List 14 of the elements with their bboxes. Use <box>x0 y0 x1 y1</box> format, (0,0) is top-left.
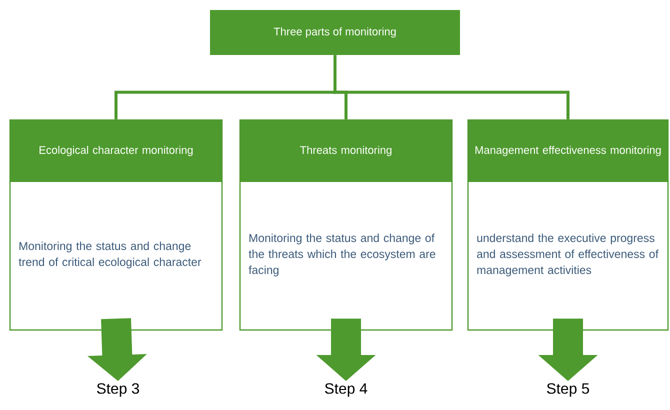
connector-line <box>334 55 570 120</box>
box-heading: Management effectiveness monitoring <box>475 146 661 156</box>
box-heading: Threats monitoring <box>300 146 392 156</box>
step-label: Step 5 <box>547 383 590 397</box>
monitoring-box <box>239 119 453 331</box>
monitoring-box <box>467 119 669 331</box>
box-text: Monitoring the status and change trend of critical ecological character <box>18 242 202 268</box>
box-text: Monitoring the status and change of the threats which the ecosystem are facing <box>248 234 436 276</box>
box-heading: Ecological character monitoring <box>40 146 193 156</box>
monitoring-box <box>9 119 223 331</box>
box-text: understand the executive progress and assessment of effectiveness of management activities <box>477 234 658 276</box>
title-box: Three parts of monitoring <box>210 10 460 55</box>
step-label: Step 3 <box>97 383 140 397</box>
step-label: Step 4 <box>325 383 368 397</box>
